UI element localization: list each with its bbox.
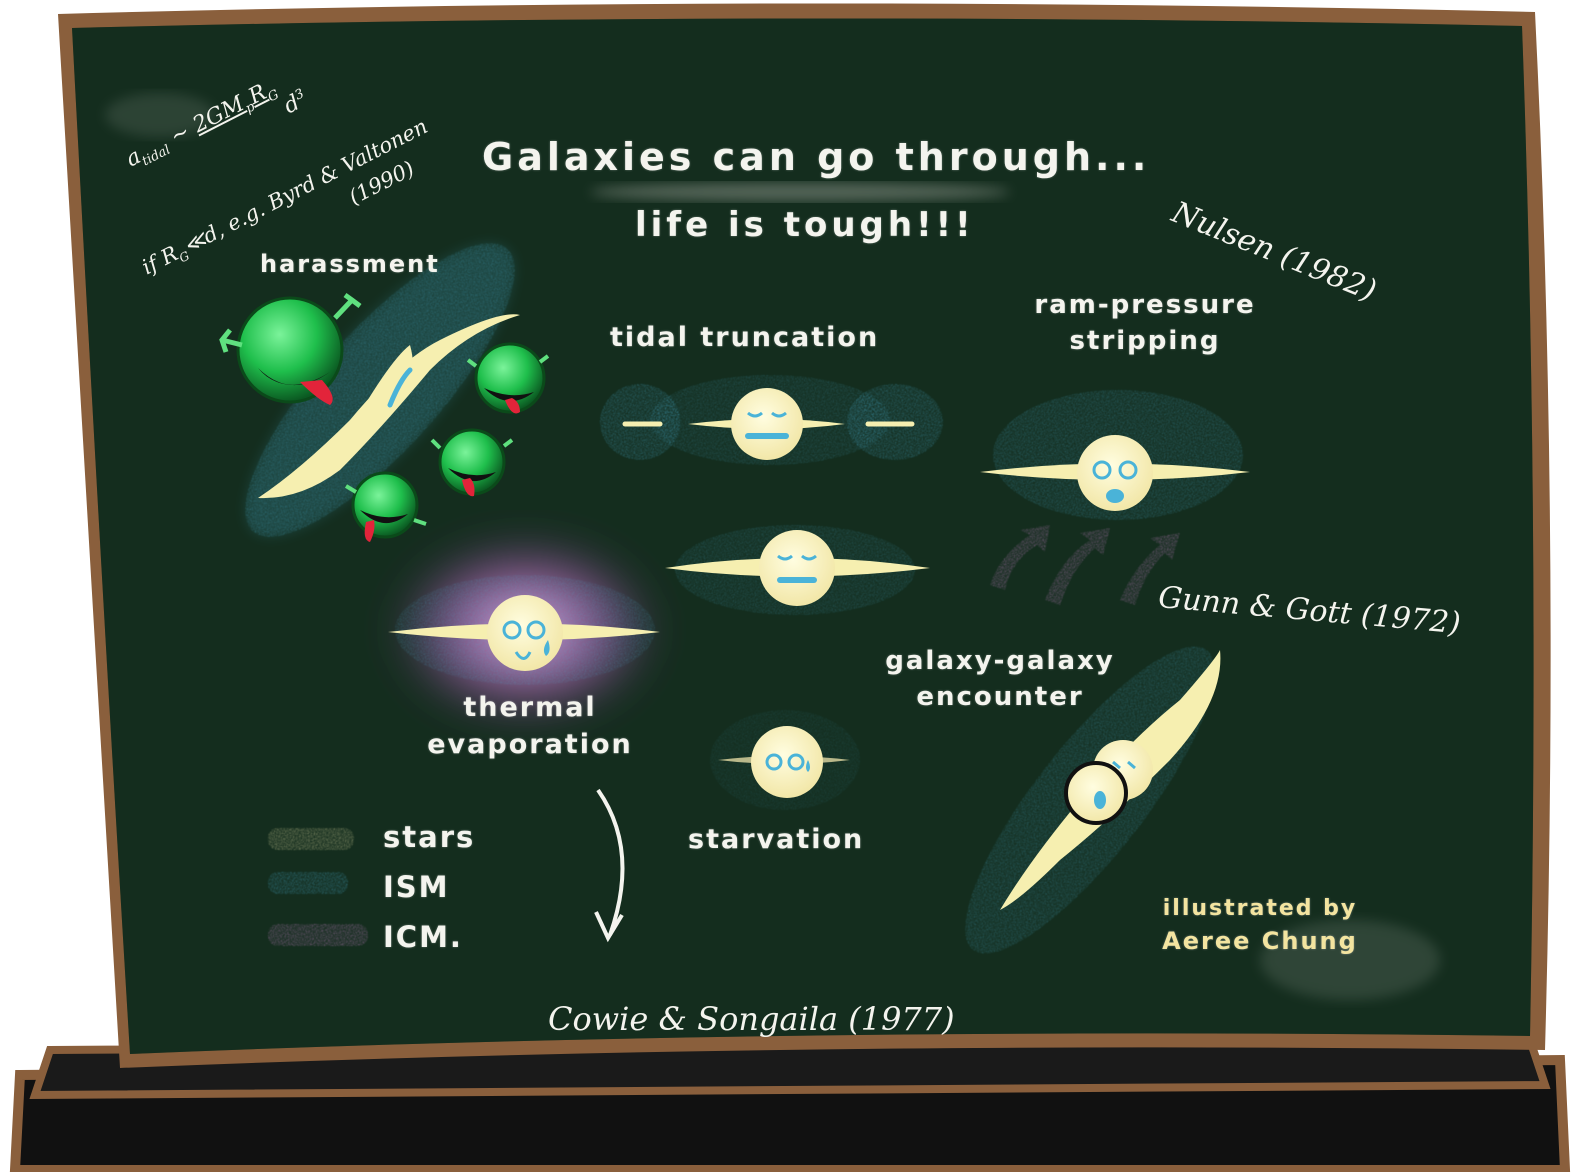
label-tidal-truncation: tidal truncation [610, 322, 879, 353]
label-ram-pressure: ram-pressure stripping [1010, 290, 1280, 356]
legend-label-ism: ISM [383, 870, 450, 904]
legend-swatch-ism [268, 872, 348, 894]
credit-line2: Aeree Chung [1140, 927, 1380, 955]
label-encounter-line1: galaxy-galaxy [860, 646, 1140, 676]
credit-line1: illustrated by [1140, 896, 1380, 921]
legend-label-icm: ICM. [383, 920, 463, 954]
legend-label-stars: stars [383, 820, 475, 854]
legend-swatch-stars [268, 828, 354, 850]
label-thermal-evaporation: thermal evaporation [405, 692, 655, 760]
label-ram-pressure-line2: stripping [1010, 326, 1280, 356]
legend-swatch-icm [268, 924, 368, 946]
label-thermal-line1: thermal [405, 692, 655, 723]
label-harassment: harassment [260, 250, 440, 278]
page-title: Galaxies can go through... [482, 135, 1150, 179]
starvation-galaxy [710, 710, 860, 810]
evaporation-ref: Cowie & Songaila (1977) [548, 1000, 955, 1038]
chalk-smudge [590, 183, 1010, 201]
tidal-truncation-galaxy [600, 375, 943, 465]
credit: illustrated by Aeree Chung [1140, 896, 1380, 955]
label-starvation: starvation [688, 824, 864, 855]
label-encounter-line2: encounter [860, 682, 1140, 712]
label-ram-pressure-line1: ram-pressure [1010, 290, 1280, 320]
label-thermal-line2: evaporation [405, 729, 655, 760]
label-galaxy-encounter: galaxy-galaxy encounter [860, 646, 1140, 712]
page-subtitle: life is tough!!! [635, 205, 975, 245]
